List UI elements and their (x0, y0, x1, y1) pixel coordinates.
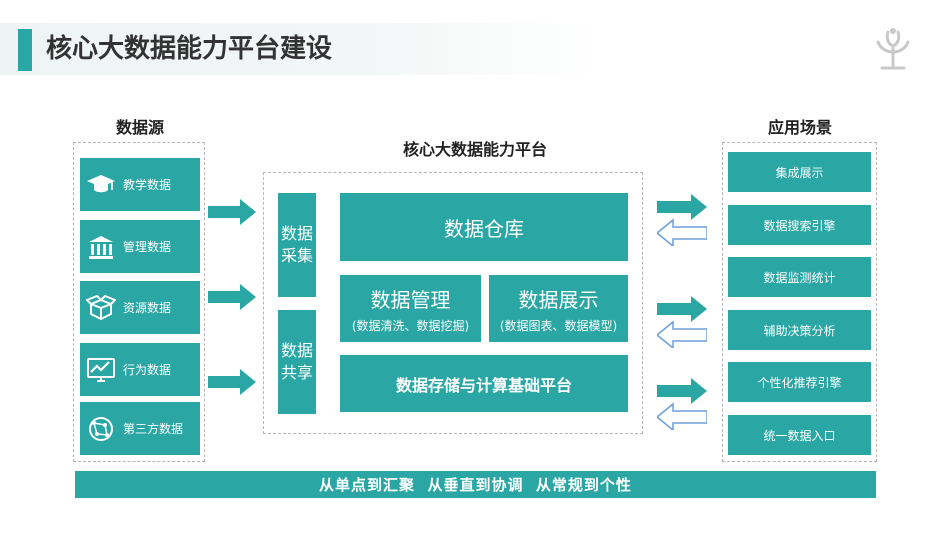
data-sharing-block: 数据 共享 (278, 310, 316, 414)
app-item-recommendation: 个性化推荐引擎 (728, 362, 871, 402)
storage-compute-label: 数据存储与计算基础平台 (395, 375, 572, 395)
app-item-monitoring: 数据监测统计 (728, 257, 871, 297)
platform-label: 核心大数据能力平台 (402, 140, 547, 159)
source-label: 管理数据 (123, 240, 172, 254)
page-title: 核心大数据能力平台建设 (46, 34, 333, 64)
data-warehouse-label: 数据仓库 (444, 216, 524, 241)
tree-logo-icon (866, 22, 920, 76)
institution-building-icon (89, 235, 113, 259)
data-management-title: 数据管理 (370, 287, 451, 312)
data-collection-block: 数据 采集 (278, 193, 316, 297)
bidirectional-arrow-icon (657, 194, 707, 246)
source-label: 第三方数据 (123, 422, 184, 436)
source-item-management: 管理数据 (80, 220, 200, 273)
data-display-block: 数据展示 (数据图表、数据模型) (489, 275, 628, 342)
data-display-sub: (数据图表、数据模型) (499, 318, 618, 333)
source-label: 资源数据 (123, 301, 172, 315)
source-item-third-party: 第三方数据 (80, 402, 200, 455)
data-management-sub: (数据清洗、数据挖掘) (351, 318, 470, 333)
arrow-right-icon (208, 284, 256, 310)
data-display-title: 数据展示 (518, 287, 599, 312)
applications-label: 应用场景 (767, 118, 832, 137)
source-label: 行为数据 (123, 363, 172, 377)
app-item-search-engine: 数据搜索引擎 (728, 205, 871, 245)
title-accent-bar (18, 29, 32, 71)
bidirectional-arrow-icon (657, 296, 707, 348)
slogan-banner: 从单点到汇聚 从垂直到协调 从常规到个性 (75, 471, 876, 498)
graduation-cap-icon (87, 174, 115, 192)
bidirectional-arrow-icon (657, 378, 707, 430)
data-warehouse-block: 数据仓库 (340, 193, 628, 261)
storage-compute-block: 数据存储与计算基础平台 (340, 355, 628, 412)
title-bar (0, 23, 600, 75)
data-management-block: 数据管理 (数据清洗、数据挖掘) (340, 275, 481, 342)
arrow-right-icon (208, 369, 256, 395)
source-label: 教学数据 (123, 178, 172, 192)
source-item-teaching: 教学数据 (80, 158, 200, 211)
arrow-right-icon (208, 199, 256, 225)
sources-frame (73, 142, 205, 462)
network-globe-icon (89, 416, 113, 441)
trend-monitor-icon (87, 357, 115, 382)
sources-label: 数据源 (115, 118, 164, 137)
app-item-decision-support: 辅助决策分析 (728, 310, 871, 350)
source-item-resource: 资源数据 (80, 281, 200, 334)
app-item-integrated-display: 集成展示 (728, 152, 871, 192)
open-box-icon (86, 294, 116, 320)
platform-frame (263, 172, 643, 434)
app-item-unified-entry: 统一数据入口 (728, 415, 871, 455)
applications-frame (722, 142, 877, 462)
source-item-behavior: 行为数据 (80, 343, 200, 396)
